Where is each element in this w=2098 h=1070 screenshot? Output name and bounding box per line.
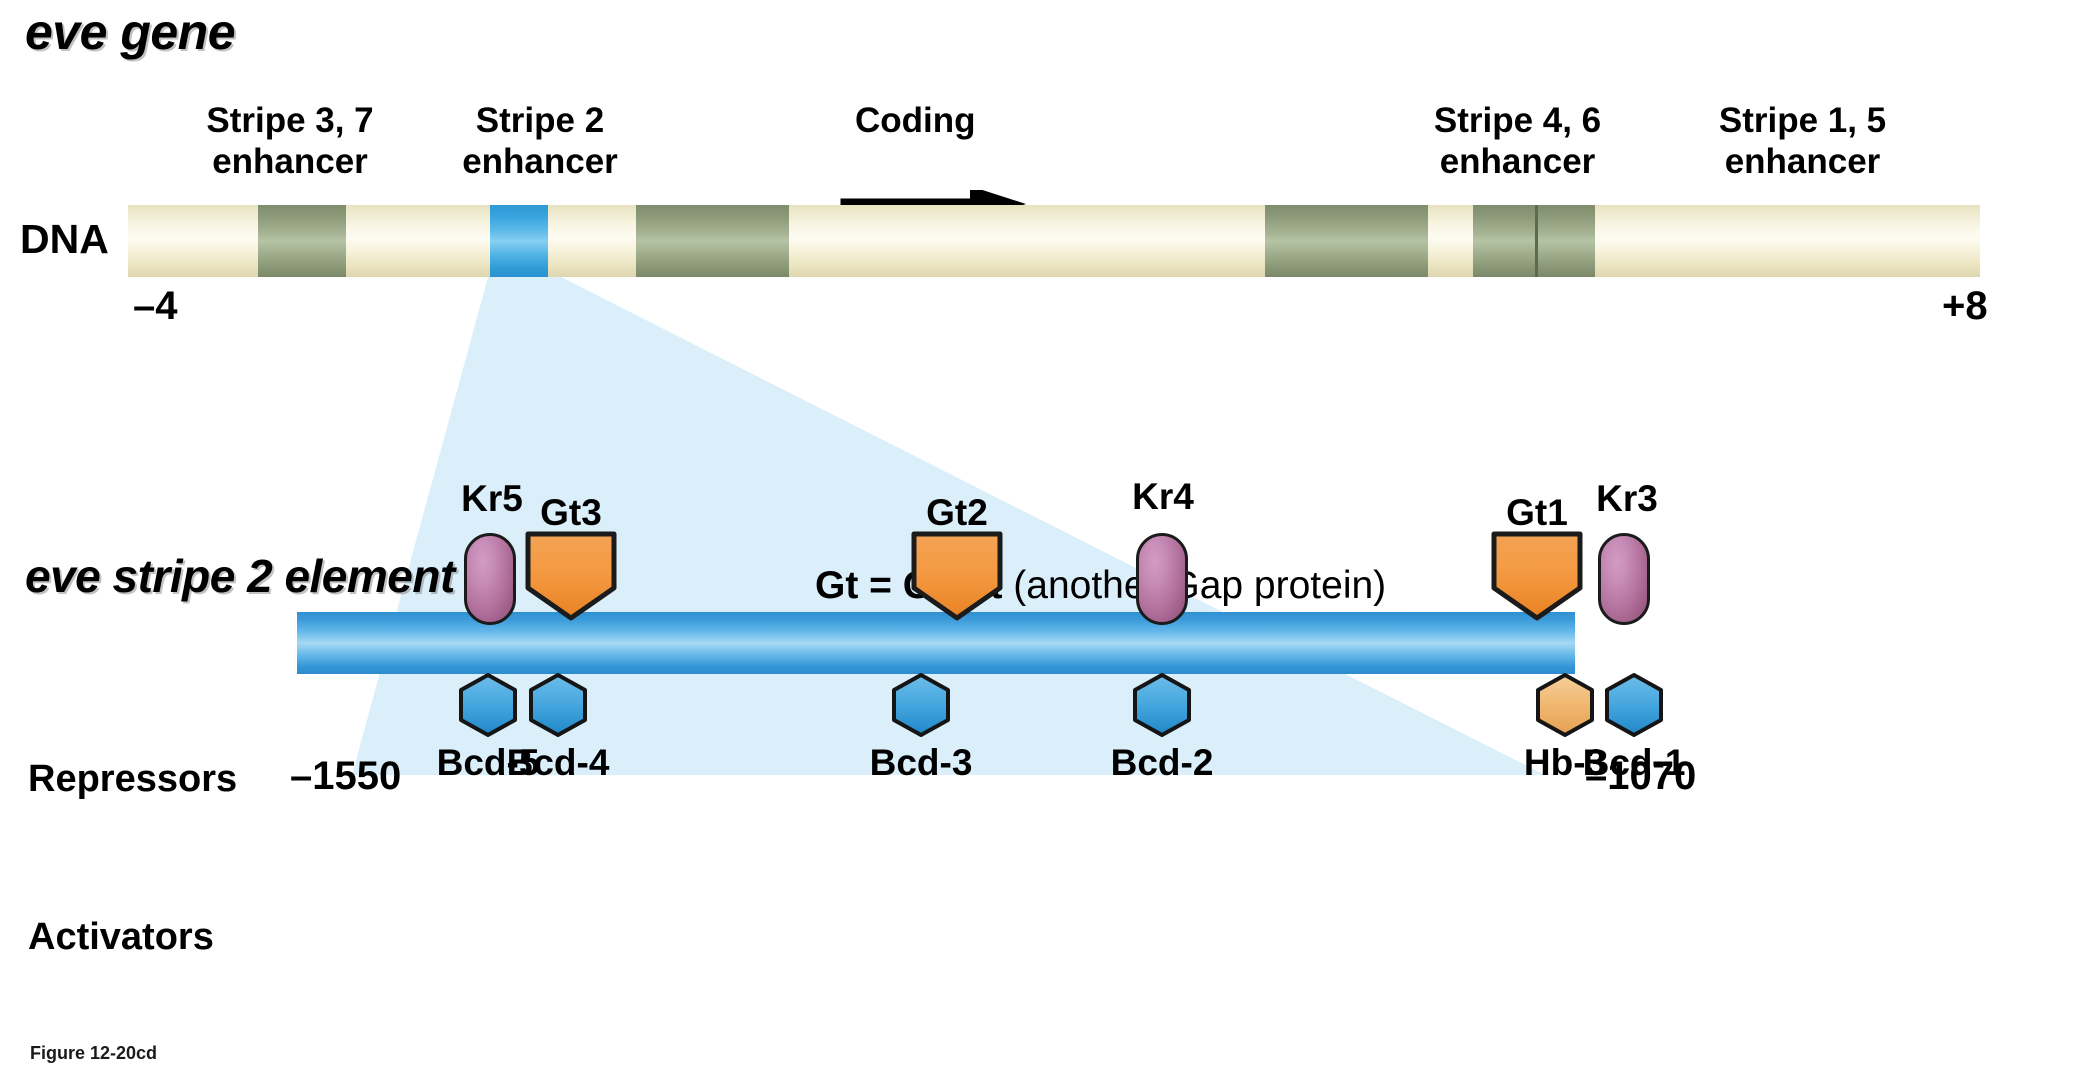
- caption-line-1: Stripe 4, 6: [1433, 101, 1602, 140]
- repressor-label-kr4: Kr4: [1132, 476, 1194, 517]
- giant-annotation: Gt = Giant (another Gap protein): [815, 564, 1387, 607]
- dna-segment-stripe-4-6-enhancer: [1265, 205, 1428, 277]
- figure-caption: Figure 12-20cd: [30, 1043, 158, 1063]
- caption-line-1: Stripe 3, 7: [206, 101, 374, 140]
- activator-label-bcd-2: Bcd-2: [1110, 742, 1214, 783]
- dna-segment-stripe-2-enhancer: [490, 205, 548, 277]
- repressor-shape-kr4[interactable]: [1136, 533, 1188, 625]
- repressor-label-gt1: Gt1: [1506, 492, 1568, 533]
- repressor-shape-kr3[interactable]: [1598, 533, 1650, 625]
- activator-shape-hb-3[interactable]: [1534, 672, 1596, 738]
- repressor-shape-gt3[interactable]: [524, 530, 618, 622]
- caption-line-2: enhancer: [212, 142, 368, 182]
- dna-segment-stripe-3-7-enhancer: [258, 205, 346, 277]
- activator-label-bcd-4: Bcd-4: [506, 742, 610, 783]
- activator-shape-bcd-1[interactable]: [1603, 672, 1665, 738]
- repressor-shape-gt2[interactable]: [910, 530, 1004, 622]
- magnification-funnel: [352, 270, 1545, 775]
- repressor-label-kr5: Kr5: [461, 478, 523, 519]
- caption-line-1: Stripe 1, 5: [1718, 101, 1887, 140]
- caption-stripe-3-7-enhancer: Stripe 3, 7 enhancer: [175, 100, 405, 183]
- repressor-label-gt3: Gt3: [540, 492, 602, 533]
- dna-segment-divider: [1535, 205, 1538, 277]
- caption-stripe-4-6-enhancer: Stripe 4, 6 enhancer: [1395, 100, 1640, 183]
- activator-label-hb-3: Hb-3: [1523, 742, 1607, 783]
- caption-line-2: enhancer: [1724, 142, 1881, 182]
- repressor-shape-gt1[interactable]: [1490, 530, 1584, 622]
- caption-stripe-2-enhancer: Stripe 2 enhancer: [425, 100, 655, 183]
- repressor-label-kr3: Kr3: [1596, 478, 1658, 519]
- element-coordinate-left: –1550: [290, 754, 402, 798]
- dna-coordinate-right: +8: [1942, 284, 1988, 328]
- caption-line-1: Stripe 2: [475, 101, 605, 140]
- dna-segment-stripe-1-5-enhancer: [1473, 205, 1595, 277]
- coding-label: Coding: [855, 101, 976, 140]
- dna-segment-coding-region: [636, 205, 789, 277]
- giant-annotation-rest: (another Gap protein): [1002, 564, 1387, 607]
- activators-row-label: Activators: [28, 916, 214, 958]
- caption-line-2: enhancer: [462, 142, 618, 182]
- dna-coordinate-left: –4: [133, 284, 178, 328]
- repressors-row-label: Repressors: [28, 758, 238, 800]
- activator-shape-bcd-4[interactable]: [527, 672, 589, 738]
- repressor-shape-kr5[interactable]: [464, 533, 516, 625]
- activator-shape-bcd-3[interactable]: [890, 672, 952, 738]
- activator-label-bcd-5: Bcd-5: [436, 742, 540, 783]
- activator-shape-bcd-5[interactable]: [457, 672, 519, 738]
- dna-backbone-bar: [128, 205, 1980, 277]
- activator-label-bcd-1: Bcd-1: [1582, 742, 1686, 783]
- activator-label-bcd-3: Bcd-3: [869, 742, 973, 783]
- caption-stripe-1-5-enhancer: Stripe 1, 5 enhancer: [1680, 100, 1925, 183]
- repressor-label-gt2: Gt2: [926, 492, 988, 533]
- element-coordinate-right: –1070: [1585, 754, 1697, 798]
- dna-axis-label: DNA: [20, 216, 109, 262]
- activator-shape-bcd-2[interactable]: [1131, 672, 1193, 738]
- caption-line-2: enhancer: [1439, 142, 1596, 182]
- page-title: eve gene: [25, 4, 236, 60]
- stripe-2-enhancer-bar: [297, 612, 1575, 674]
- section-title: eve stripe 2 element: [25, 550, 455, 602]
- caption-coding: Coding: [855, 100, 1045, 141]
